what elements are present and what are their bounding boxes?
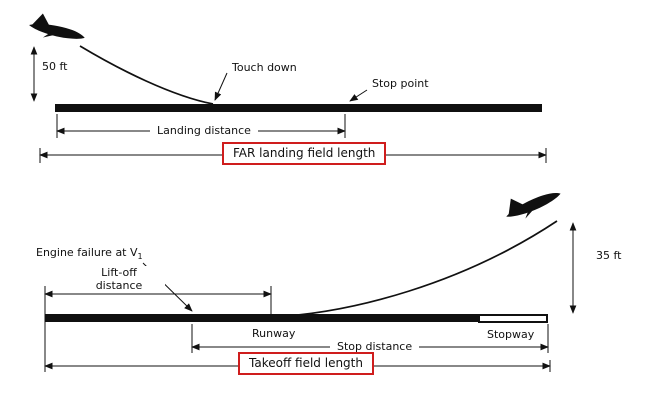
far-landing-field-length-box: FAR landing field length xyxy=(222,142,387,165)
descent-path xyxy=(79,45,214,105)
liftoff-distance-label: Lift-off distance xyxy=(73,266,165,292)
landing-runway-bar xyxy=(55,104,542,112)
engine-failure-subscript: 1 xyxy=(137,252,143,262)
stop-point-label: Stop point xyxy=(372,77,429,90)
stopway-segment xyxy=(478,314,548,323)
touchdown-pointer xyxy=(214,72,228,101)
engine-failure-label: Engine failure at V1 xyxy=(36,246,143,263)
liftoff-label-line1: Lift-off xyxy=(101,266,137,279)
engine-failure-text: Engine failure at V xyxy=(36,246,138,259)
stop-point-pointer xyxy=(349,89,368,102)
landing-height-label: 50 ft xyxy=(42,60,68,73)
takeoff-aircraft-icon xyxy=(506,192,561,219)
climb-path xyxy=(271,220,558,318)
stop-distance-label: Stop distance xyxy=(330,340,420,353)
touchdown-label: Touch down xyxy=(232,61,297,74)
landing-distance-label: Landing distance xyxy=(150,124,258,137)
takeoff-field-length-box: Takeoff field length xyxy=(238,352,374,375)
takeoff-runway-bar xyxy=(45,314,480,322)
landing-aircraft-icon xyxy=(29,13,85,39)
liftoff-label-line2: distance xyxy=(95,279,143,292)
stopway-label: Stopway xyxy=(487,328,535,341)
runway-label: Runway xyxy=(252,327,296,340)
takeoff-height-label: 35 ft xyxy=(596,249,622,262)
